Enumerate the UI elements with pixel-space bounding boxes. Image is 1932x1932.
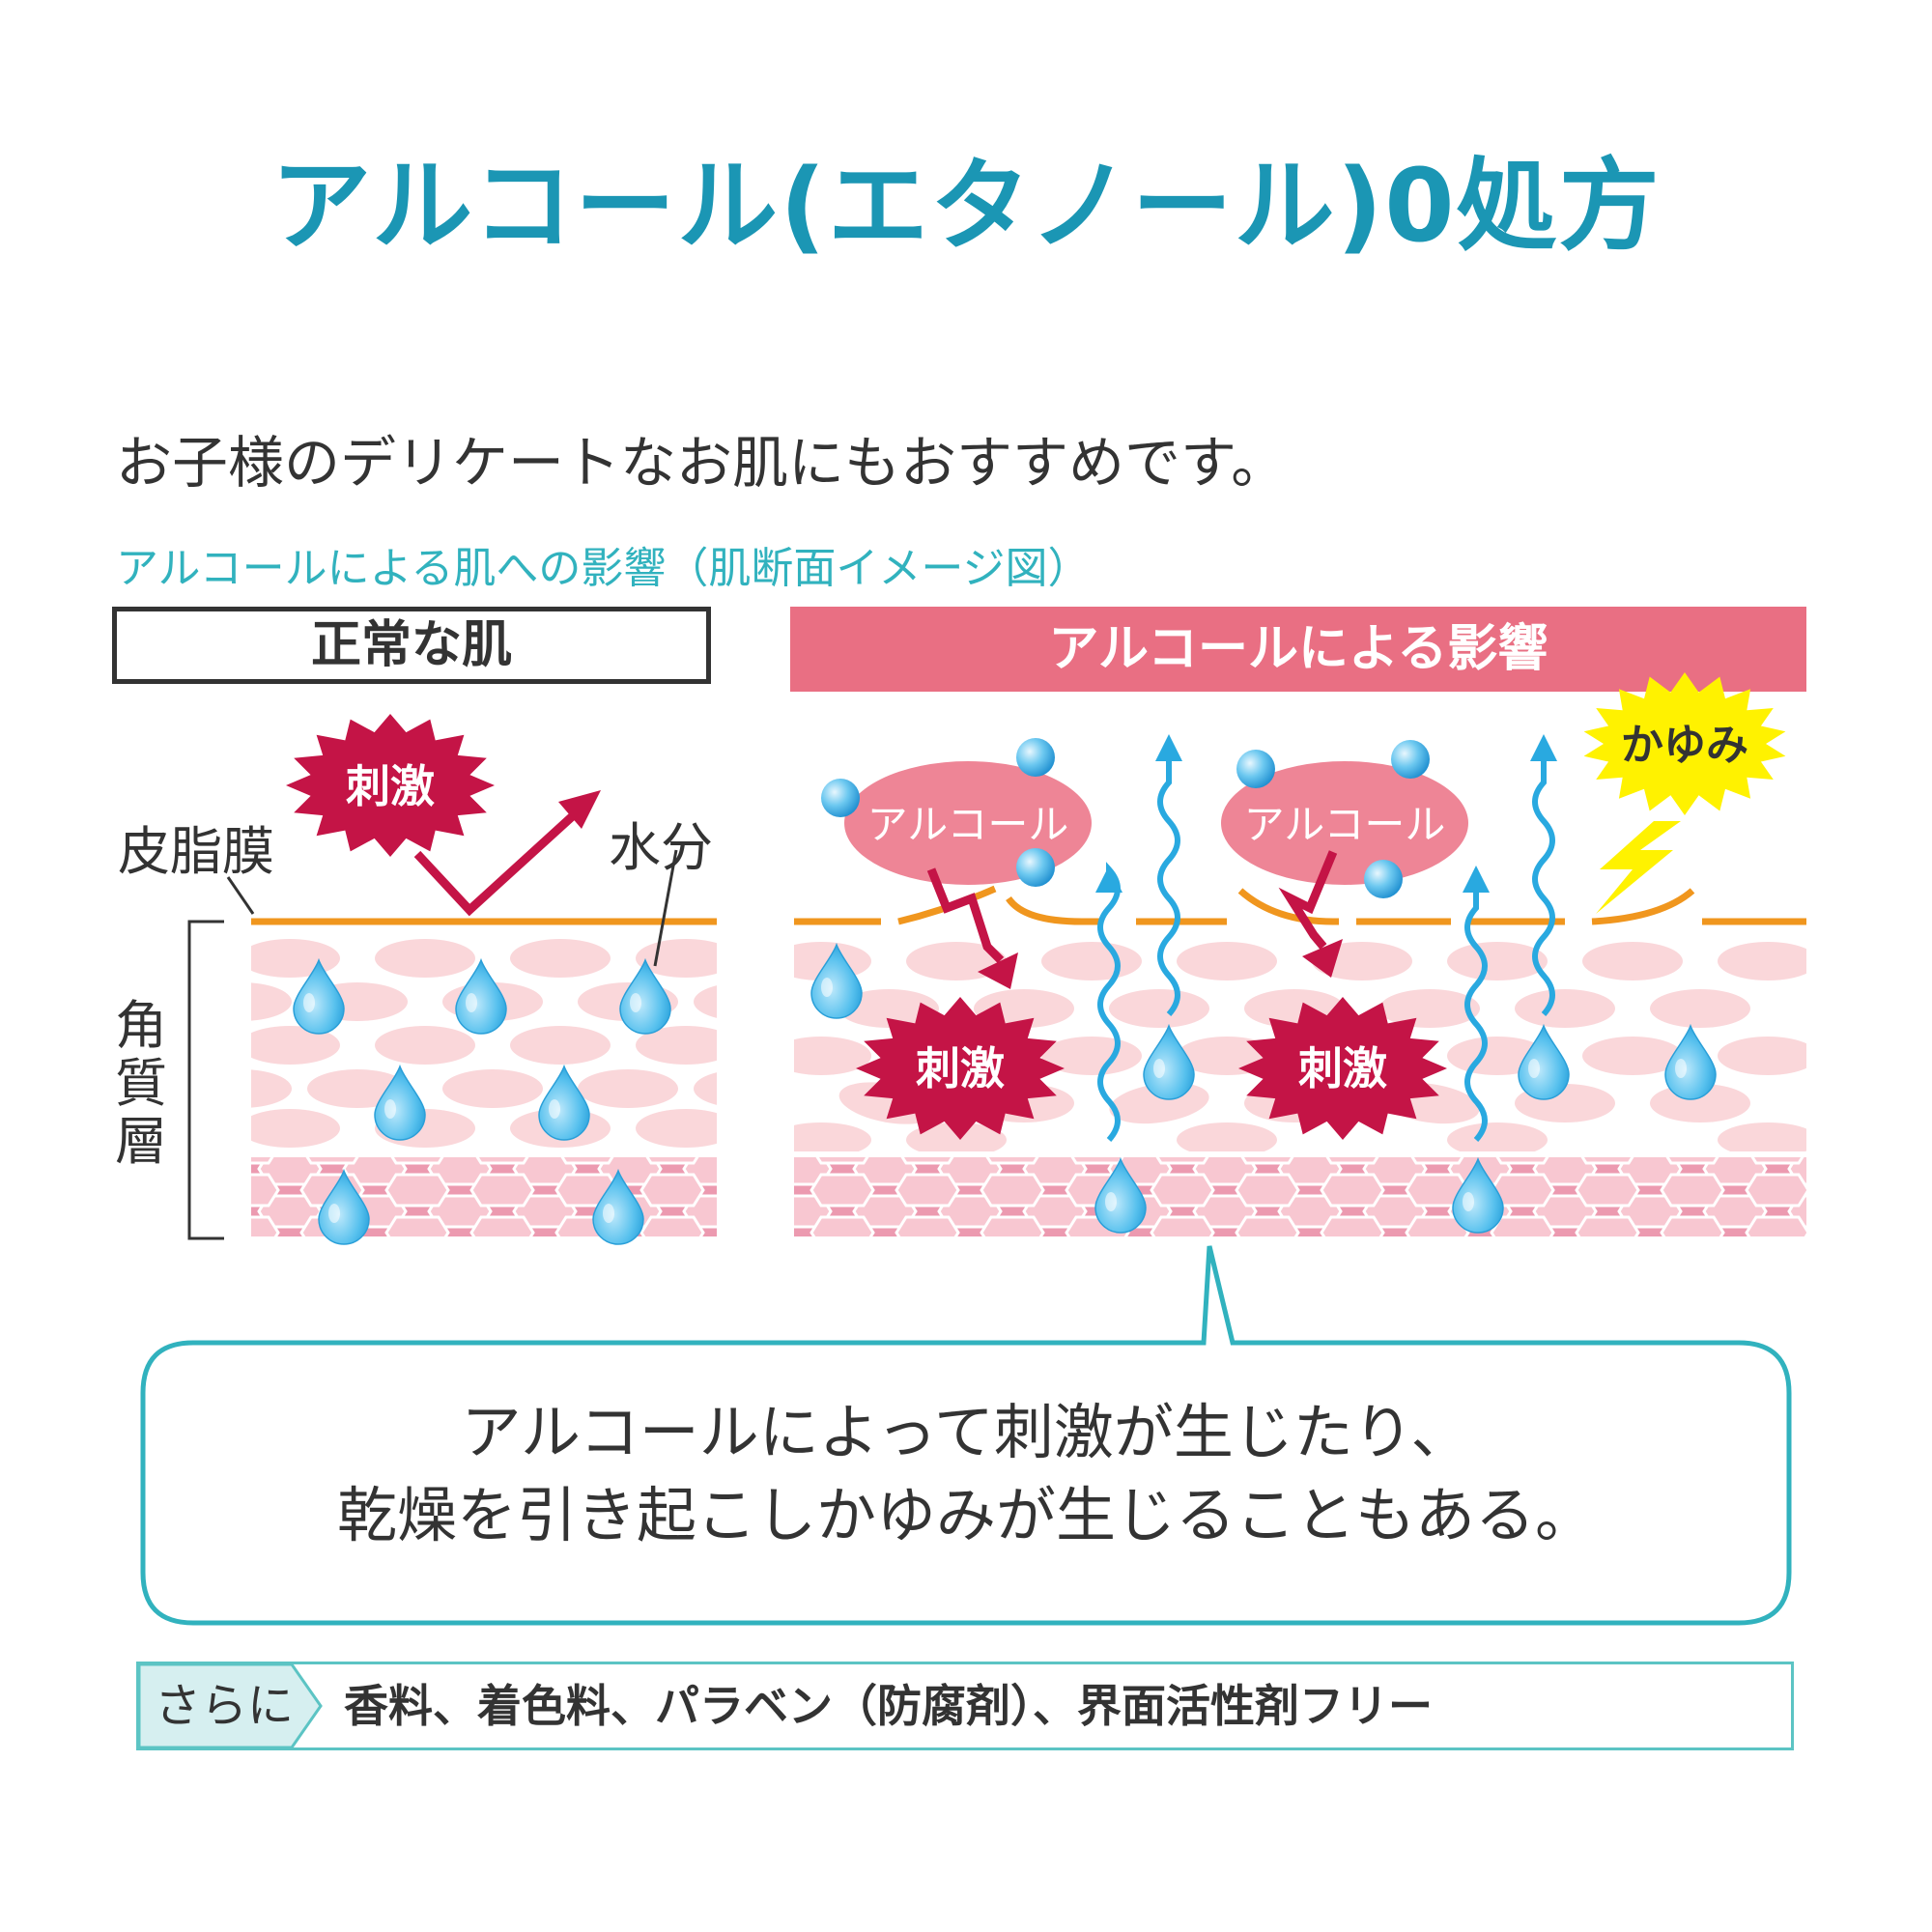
water-drop-highlight — [549, 1099, 560, 1119]
stratum-bracket — [187, 920, 224, 1240]
stimulus-badge-right-1: 刺激 — [856, 997, 1065, 1140]
itch-bolt — [1596, 821, 1681, 914]
water-drop-icon — [592, 1168, 644, 1245]
additive-free-text: 香料、着色料、パラベン（防腐剤）、界面活性剤フリー — [344, 1680, 1433, 1732]
stratum-label-3: 層 — [115, 1111, 167, 1172]
water-drop-highlight — [821, 978, 833, 997]
water-drop-icon — [1518, 1023, 1570, 1100]
alcohol-effect-header: アルコールによる影響 — [790, 607, 1806, 692]
water-drop-highlight — [1153, 1059, 1165, 1078]
additive-free-bar: さらに 香料、着色料、パラベン（防腐剤）、界面活性剤フリー — [136, 1662, 1794, 1750]
furthermore-tag-bg — [139, 1664, 323, 1747]
penetration-bolt-1 — [926, 867, 1018, 989]
water-drop-icon — [318, 1168, 370, 1245]
stimulus-badge-left: 刺激 — [286, 714, 495, 857]
water-drop-highlight — [384, 1099, 396, 1119]
reflection-arrow — [413, 790, 601, 917]
moisture-label: 水分 — [609, 817, 713, 878]
evaporation-arrowheads — [1095, 734, 1557, 893]
water-drop-icon — [1094, 1156, 1147, 1234]
water-drop-highlight — [603, 1204, 614, 1223]
water-drop-highlight — [1463, 1192, 1474, 1211]
page-title: アルコール(エタノール)0処方 — [270, 147, 1662, 265]
normal-skin-header: 正常な肌 — [112, 607, 711, 684]
sebum-label: 皮脂膜 — [118, 821, 274, 882]
callout-text: アルコールによって刺激が生じたり、 乾燥を引き起こしかゆみが生じることもある。 — [193, 1391, 1739, 1557]
water-drop-icon — [374, 1064, 426, 1141]
water-drop-highlight — [1675, 1059, 1687, 1078]
water-drop-highlight — [328, 1204, 340, 1223]
stratum-label-2: 質 — [115, 1053, 167, 1114]
itch-badge-text: かゆみ — [1621, 721, 1748, 770]
callout-bubble — [140, 1245, 1792, 1626]
stimulus-badge-left-text: 刺激 — [346, 760, 435, 812]
evaporation-arrows — [1097, 755, 1555, 1143]
normal-skin-layer — [251, 927, 717, 1151]
alcohol-blob-2-text: アルコール — [1244, 801, 1446, 848]
moisture-leader-line — [653, 849, 678, 967]
callout-line-2: 乾燥を引き起こしかゆみが生じることもある。 — [336, 1480, 1595, 1550]
water-drop-icon — [538, 1064, 590, 1141]
furthermore-tag: さらに — [155, 1679, 295, 1733]
sebum-leader-line — [226, 876, 255, 915]
alcohol-molecules — [821, 738, 1430, 898]
itch-badge: かゆみ — [1583, 672, 1786, 914]
water-drop-icon — [810, 942, 863, 1019]
water-drop-highlight — [303, 993, 315, 1012]
water-drop-icon — [455, 957, 507, 1035]
stimulus-badge-right-1-text: 刺激 — [916, 1042, 1005, 1094]
water-drop-highlight — [630, 993, 641, 1012]
water-drop-icon — [293, 957, 345, 1035]
stimulus-badge-right-2: 刺激 — [1238, 997, 1447, 1140]
alcohol-blob-2: アルコール — [1221, 761, 1468, 885]
diagram-caption: アルコールによる肌への影響（肌断面イメージ図） — [116, 544, 1091, 593]
normal-water-drops — [293, 957, 671, 1245]
callout-line-1: アルコールによって刺激が生じたり、 — [461, 1397, 1471, 1467]
broken-sebum-membrane — [794, 885, 1806, 925]
water-drop-icon — [619, 957, 671, 1035]
water-drop-highlight — [466, 993, 477, 1012]
water-drop-icon — [1452, 1156, 1504, 1234]
alcohol-skin-hex-layer — [794, 1157, 1806, 1236]
stimulus-badge-right-2-text: 刺激 — [1298, 1042, 1387, 1094]
water-drop-icon — [1143, 1023, 1195, 1100]
water-drop-highlight — [1105, 1192, 1117, 1211]
subtitle: お子様のデリケートなお肌にもおすすめです。 — [116, 430, 1288, 496]
water-drop-icon — [1664, 1023, 1717, 1100]
water-drop-highlight — [1528, 1059, 1540, 1078]
alcohol-blob-1-text: アルコール — [867, 801, 1069, 848]
penetration-bolt-2 — [1278, 850, 1343, 978]
stratum-label-1: 角 — [115, 995, 167, 1056]
alcohol-water-drops — [810, 942, 1717, 1234]
